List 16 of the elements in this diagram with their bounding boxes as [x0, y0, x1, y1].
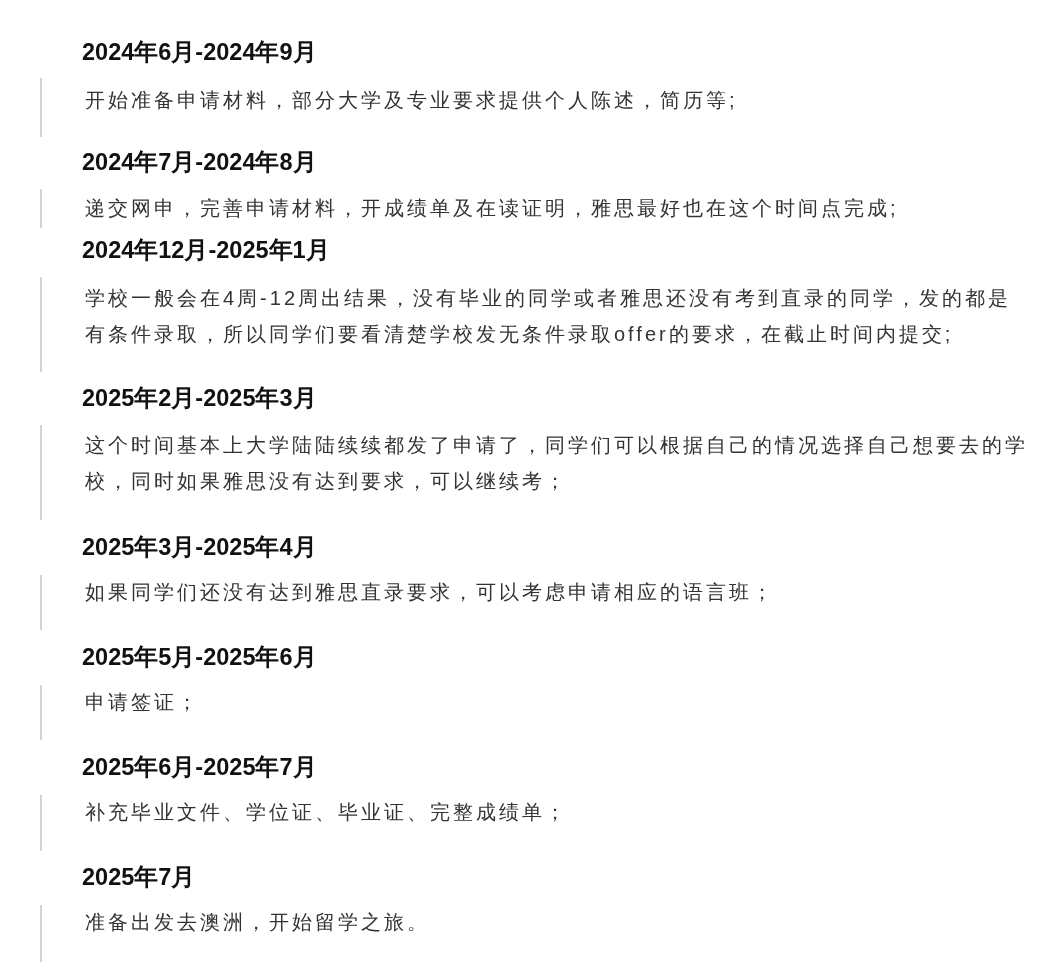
date-heading: 2024年6月-2024年9月 [82, 38, 317, 67]
description-text: 开始准备申请材料，部分大学及专业要求提供个人陈述，简历等; [85, 88, 738, 113]
description-text: 这个时间基本上大学陆陆续续都发了申请了，同学们可以根据自己的情况选择自己想要去的学校，同时如果雅思没有达到要求，可以继续考； [85, 433, 1029, 494]
date-heading: 2025年3月-2025年4月 [82, 533, 317, 562]
date-heading: 2025年7月 [82, 863, 196, 892]
description-text: 学校一般会在4周-12周出结果，没有毕业的同学或者雅思还没有考到直录的同学，发的都是有条件录取，所以同学们要看清楚学校发无条件录取offer的要求，在截止时间内提交; [85, 286, 1013, 347]
date-heading: 2025年2月-2025年3月 [82, 384, 317, 413]
date-heading: 2025年6月-2025年7月 [82, 753, 317, 782]
description-text: 如果同学们还没有达到雅思直录要求，可以考虑申请相应的语言班； [85, 580, 775, 605]
date-heading: 2025年5月-2025年6月 [82, 643, 317, 672]
date-heading: 2024年12月-2025年1月 [82, 236, 330, 265]
description-text: 申请签证； [85, 690, 200, 715]
description-text: 准备出发去澳洲，开始留学之旅。 [85, 910, 430, 935]
date-heading: 2024年7月-2024年8月 [82, 148, 317, 177]
description-text: 递交网申，完善申请材料，开成绩单及在读证明，雅思最好也在这个时间点完成; [85, 196, 899, 221]
description-text: 补充毕业文件、学位证、毕业证、完整成绩单； [85, 800, 568, 825]
